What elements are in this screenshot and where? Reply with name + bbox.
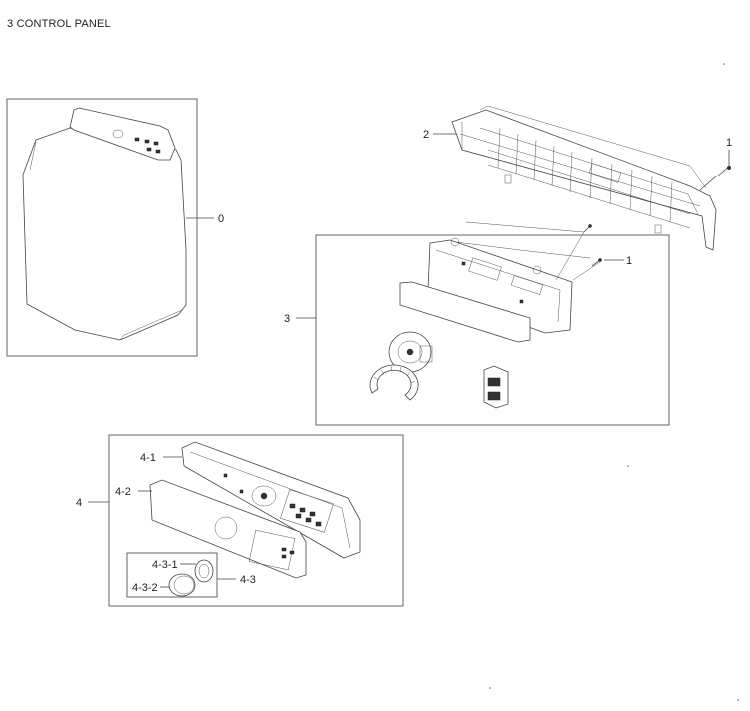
push-switch — [483, 365, 509, 409]
callout-4-3-2: 4-3-2 — [132, 582, 158, 594]
callout-0: 0 — [218, 213, 224, 225]
knob-cap-4-3-2 — [168, 573, 196, 597]
callout-1a: 1 — [726, 137, 732, 149]
screw-pcb-2 — [591, 258, 602, 267]
callout-3: 3 — [284, 313, 290, 325]
knob-gear-ring — [369, 364, 419, 401]
display-cover-strip — [399, 281, 531, 343]
screw-pcb-1 — [583, 224, 592, 233]
part-4-front-panel-assembly — [108, 434, 404, 607]
part-0-frame — [6, 98, 198, 357]
washer-control-console — [69, 107, 176, 161]
screw-upper-right — [717, 165, 732, 177]
knob-group-4-3-frame — [126, 552, 218, 598]
callout-4-3: 4-3 — [240, 574, 256, 586]
callout-4-1: 4-1 — [140, 452, 156, 464]
panel-frame-4-1 — [181, 441, 361, 559]
part-3-frame — [315, 234, 670, 426]
part-0-washer-assembly — [6, 98, 198, 357]
part-3-pcb-assembly — [315, 221, 670, 426]
callout-2: 2 — [423, 129, 429, 141]
callout-4-2: 4-2 — [115, 486, 131, 498]
knob-ring-4-3-1 — [194, 559, 214, 583]
page-title: 3 CONTROL PANEL — [7, 18, 111, 30]
front-facia-4-2 — [149, 479, 307, 579]
part-4-frame — [108, 434, 404, 607]
part-2-console-frame — [451, 105, 717, 251]
callout-1b: 1 — [626, 255, 632, 267]
callout-4: 4 — [76, 497, 82, 509]
console-frame-body — [451, 109, 717, 251]
callout-4-3-1: 4-3-1 — [152, 559, 178, 571]
